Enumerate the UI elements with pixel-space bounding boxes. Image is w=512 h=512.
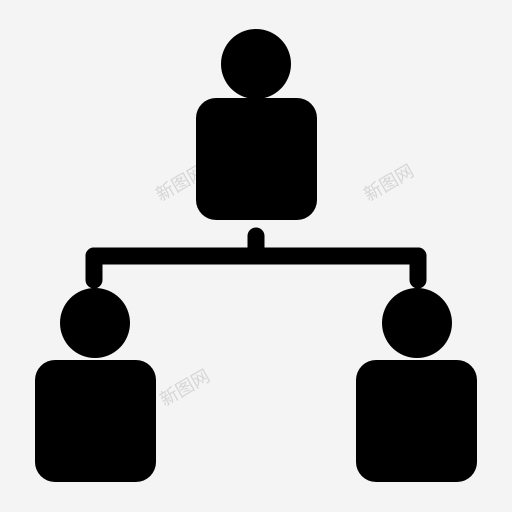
watermark-text: 新图网 [360, 161, 417, 206]
connector-lines [85, 227, 427, 289]
left-person-icon [35, 288, 156, 482]
top-person-icon [196, 29, 317, 220]
right-person-icon [356, 288, 477, 482]
watermark-text: 新图网 [156, 366, 213, 411]
